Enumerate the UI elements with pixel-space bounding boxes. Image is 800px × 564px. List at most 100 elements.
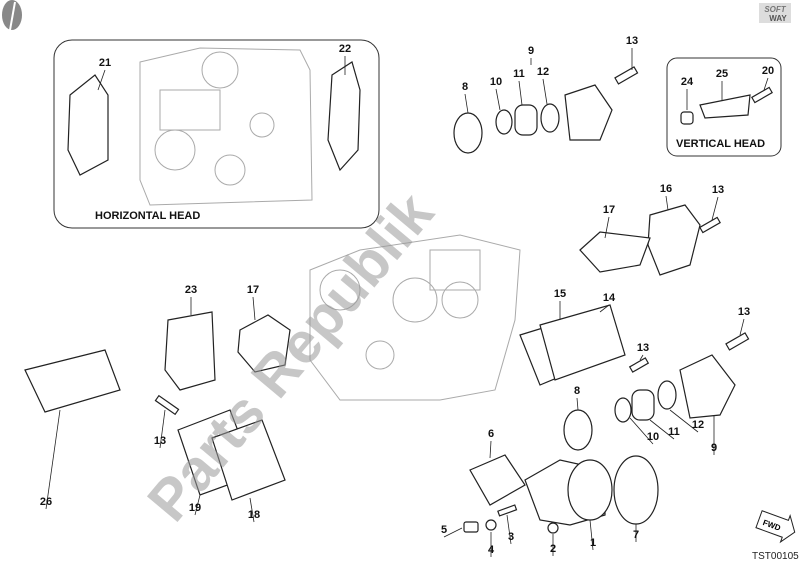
callout-26: 26 bbox=[40, 496, 52, 508]
leader-line bbox=[97, 69, 106, 91]
part-13-bolt-left bbox=[154, 394, 180, 416]
callout-15: 15 bbox=[554, 288, 566, 300]
leader-line bbox=[576, 397, 579, 411]
leader-line bbox=[159, 409, 166, 449]
callout-4: 4 bbox=[488, 544, 495, 556]
leader-line bbox=[589, 519, 594, 551]
callout-14: 14 bbox=[603, 292, 616, 304]
part-2-nut bbox=[547, 522, 559, 534]
part-1-manifold-mouth bbox=[567, 459, 613, 521]
part-25-lever bbox=[699, 94, 751, 119]
callout-9: 9 bbox=[528, 45, 534, 57]
leader-line bbox=[542, 78, 548, 105]
softway-logo: SOFT WAY bbox=[759, 3, 791, 23]
leader-line bbox=[739, 318, 745, 336]
callout-8: 8 bbox=[462, 81, 468, 93]
part-9-housing bbox=[564, 84, 613, 141]
callout-25: 25 bbox=[716, 68, 728, 80]
part-23-bracket bbox=[164, 311, 216, 391]
part-8-oring bbox=[453, 112, 483, 154]
callout-12: 12 bbox=[692, 419, 704, 431]
callout-11: 11 bbox=[668, 426, 680, 438]
drawing-code: TST00105 bbox=[752, 551, 799, 562]
part-14-cover bbox=[539, 304, 626, 381]
callout-13: 13 bbox=[637, 342, 649, 354]
part-13-bolt-top bbox=[699, 216, 721, 234]
svg-text:SOFT: SOFT bbox=[764, 5, 786, 14]
leader-line bbox=[252, 296, 256, 321]
part-13-bolt-mid bbox=[628, 357, 650, 373]
leader-line bbox=[629, 417, 654, 445]
leader-line bbox=[599, 304, 610, 313]
callout-16: 16 bbox=[660, 183, 672, 195]
part-11-bearing-lower bbox=[631, 389, 655, 421]
part-4-washer bbox=[485, 519, 497, 531]
callout-13: 13 bbox=[626, 35, 638, 47]
horizontal-head-caption: HORIZONTAL HEAD bbox=[95, 210, 200, 222]
callout-13: 13 bbox=[738, 306, 750, 318]
leader-line bbox=[194, 494, 201, 516]
part-17-gasket-left bbox=[237, 314, 291, 373]
leader-line bbox=[464, 93, 469, 114]
fwd-arrow-icon: FWD bbox=[755, 510, 796, 544]
callout-19: 19 bbox=[189, 502, 201, 514]
callout-17: 17 bbox=[247, 284, 259, 296]
part-18-gasket bbox=[211, 419, 286, 501]
part-8-oring-lower bbox=[563, 409, 593, 451]
vertical-head-inset bbox=[666, 57, 782, 157]
vertical-head-caption: VERTICAL HEAD bbox=[676, 138, 765, 150]
part-24-bushing bbox=[680, 111, 694, 125]
callout-5: 5 bbox=[441, 524, 447, 536]
callout-1: 1 bbox=[590, 537, 596, 549]
horizontal-head-inset bbox=[53, 39, 380, 229]
part-5-screw bbox=[463, 521, 479, 533]
part-11-bearing bbox=[514, 104, 538, 136]
leader-line bbox=[763, 77, 769, 91]
leader-line bbox=[443, 527, 463, 538]
callout-17: 17 bbox=[603, 204, 615, 216]
leader-line bbox=[489, 440, 492, 459]
callout-22: 22 bbox=[339, 43, 351, 55]
callout-12: 12 bbox=[537, 66, 549, 78]
callout-23: 23 bbox=[185, 284, 197, 296]
part-17-gasket bbox=[579, 231, 651, 273]
callout-8: 8 bbox=[574, 385, 580, 397]
part-20-bolt bbox=[751, 86, 773, 104]
callout-3: 3 bbox=[508, 531, 514, 543]
part-9-housing-lower bbox=[679, 354, 736, 419]
leader-line bbox=[669, 409, 699, 433]
brand-emblem-icon bbox=[2, 0, 22, 31]
callout-10: 10 bbox=[490, 76, 502, 88]
leader-line bbox=[604, 216, 610, 239]
part-10-circlip bbox=[495, 109, 513, 135]
leader-line bbox=[45, 409, 61, 510]
part-16-plate bbox=[647, 204, 701, 276]
leader-line bbox=[495, 88, 501, 111]
callout-21: 21 bbox=[99, 57, 111, 69]
leader-line bbox=[506, 514, 512, 545]
part-21-plate bbox=[67, 74, 109, 176]
part-3-stud bbox=[497, 504, 518, 517]
callout-9: 9 bbox=[711, 442, 717, 454]
part-26-reed-cover bbox=[24, 349, 121, 413]
horizontal-head-casting bbox=[139, 47, 313, 206]
leader-line bbox=[639, 354, 644, 361]
part-7-clamp bbox=[613, 455, 659, 525]
part-10-circlip-lower bbox=[614, 397, 632, 423]
callout-2: 2 bbox=[550, 543, 556, 555]
svg-text:WAY: WAY bbox=[769, 14, 787, 23]
callout-13: 13 bbox=[154, 435, 166, 447]
part-13-bolt-right bbox=[725, 332, 750, 351]
callout-18: 18 bbox=[248, 509, 260, 521]
leader-line bbox=[518, 80, 523, 106]
leader-line bbox=[649, 419, 675, 440]
part-13-bolt bbox=[614, 66, 639, 85]
callout-11: 11 bbox=[513, 68, 525, 80]
leader-line bbox=[665, 195, 669, 211]
part-12-seal bbox=[540, 103, 560, 133]
callout-6: 6 bbox=[488, 428, 494, 440]
leader-line bbox=[249, 497, 255, 523]
callout-10: 10 bbox=[647, 431, 659, 443]
